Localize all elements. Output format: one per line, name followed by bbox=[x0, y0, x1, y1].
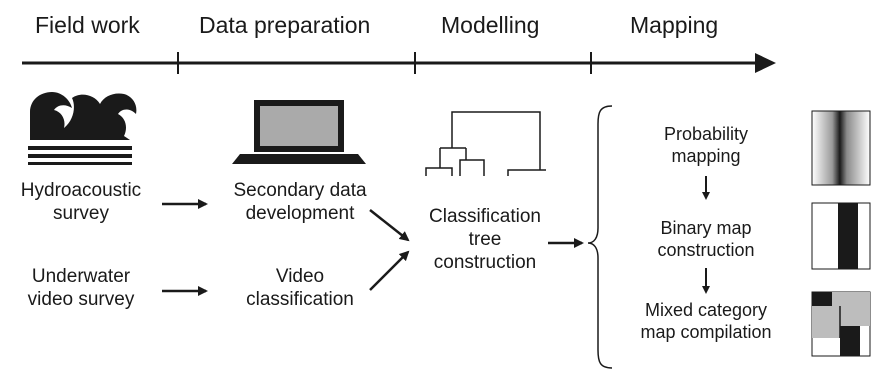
probability-map bbox=[811, 110, 871, 186]
node-video-classification: Video classification bbox=[216, 266, 384, 312]
node-line: Hydroacoustic bbox=[20, 180, 142, 201]
node-line: Underwater bbox=[31, 266, 131, 287]
phase-label-modelling: Modelling bbox=[441, 12, 540, 38]
node-binary-map-construction: Binary map construction bbox=[626, 218, 786, 261]
node-classification-tree-construction: Classification tree construction bbox=[410, 206, 560, 274]
node-line: Mixed category bbox=[644, 300, 768, 320]
node-line: Probability bbox=[663, 124, 749, 144]
phase-label-field-work: Field work bbox=[35, 12, 140, 38]
node-line: construction bbox=[657, 239, 755, 260]
node-line: survey bbox=[53, 202, 109, 224]
node-line: construction bbox=[433, 251, 537, 273]
mixed-category-map bbox=[811, 291, 871, 357]
phase-label-data-preparation: Data preparation bbox=[199, 12, 371, 38]
node-line: Video bbox=[275, 266, 325, 287]
node-underwater-video-survey: Underwater video survey bbox=[6, 266, 156, 312]
node-hydroacoustic-survey: Hydroacoustic survey bbox=[6, 180, 156, 226]
node-line: Classification bbox=[429, 206, 541, 227]
node-line: classification bbox=[246, 288, 354, 310]
binary-map bbox=[811, 202, 871, 270]
node-line: video survey bbox=[27, 288, 135, 310]
node-line: mapping bbox=[671, 145, 741, 166]
timeline bbox=[22, 52, 776, 74]
node-secondary-data-development: Secondary data development bbox=[216, 180, 384, 226]
arrow-video-to-tree bbox=[369, 250, 410, 291]
arrow-secondary-to-tree bbox=[369, 209, 410, 242]
node-line: map compilation bbox=[640, 321, 772, 342]
node-line: Binary map bbox=[660, 218, 752, 238]
node-line: tree bbox=[468, 228, 502, 250]
dendrogram-icon bbox=[425, 111, 546, 176]
node-mixed-category-map-compilation: Mixed category map compilation bbox=[626, 300, 786, 343]
laptop-icon bbox=[232, 100, 366, 164]
node-probability-mapping: Probability mapping bbox=[626, 124, 786, 167]
timeline-arrowhead bbox=[755, 53, 776, 73]
node-line: development bbox=[245, 202, 355, 224]
phase-label-mapping: Mapping bbox=[630, 12, 719, 38]
node-line: Secondary data bbox=[233, 180, 367, 201]
mapping-brace bbox=[587, 105, 613, 369]
flow-arrows bbox=[162, 199, 584, 296]
waves-icon bbox=[28, 92, 137, 165]
